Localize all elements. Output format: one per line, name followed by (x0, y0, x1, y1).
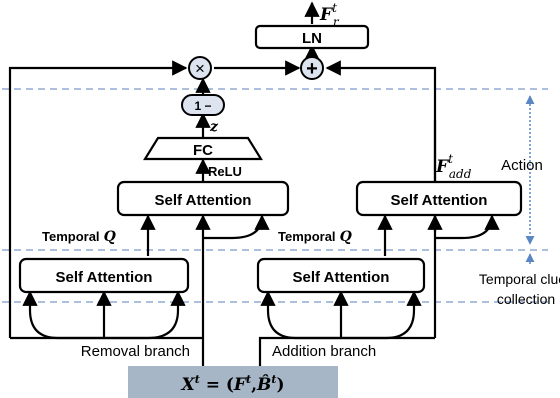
removal-branch-label: Removal branch (81, 343, 190, 360)
removal-sa-loop (203, 214, 270, 240)
input-formula: Xt = (Ft,B̂t) (180, 373, 284, 395)
stage-label-temporal: Temporal clues (479, 271, 560, 287)
stage-separators (2, 88, 548, 303)
addition-branch-label: Addition branch (272, 343, 376, 360)
addition-skip-line (325, 60, 437, 338)
plus-node (300, 56, 324, 80)
fc-block (143, 136, 263, 161)
removal-tsa-input-right (104, 290, 186, 340)
stage-label-action: Action (501, 157, 543, 174)
addition-action-sa-label: Self Attention (391, 192, 488, 209)
z-label: z (209, 119, 219, 135)
plus-icon: + (306, 58, 318, 80)
addition-tsa-input-left (260, 290, 341, 340)
addition-tsa-input-right (341, 290, 422, 340)
removal-temporal-self-attention (18, 257, 190, 294)
connections (8, 1, 500, 366)
multiply-node (188, 56, 212, 80)
addition-temporal-sa-label: Self Attention (293, 269, 390, 286)
one-minus-node (181, 94, 225, 116)
stage-label-collection: collection (497, 291, 555, 307)
removal-tsa-input-left (22, 290, 104, 340)
relu-label: ReLU (208, 164, 242, 179)
fc-label: FC (193, 142, 213, 159)
input-box (128, 366, 338, 398)
removal-temporal-sa-label: Self Attention (56, 269, 153, 286)
ln-block (254, 24, 370, 50)
ln-label: LN (302, 30, 322, 47)
addition-temporal-self-attention (256, 257, 426, 294)
removal-action-self-attention (116, 180, 290, 217)
removal-action-sa-label: Self Attention (155, 192, 252, 209)
one-minus-label: 1 − (194, 99, 211, 113)
removal-skip-line (8, 60, 188, 338)
addition-action-self-attention (355, 180, 523, 217)
addition-sa-loop (435, 214, 500, 240)
multiply-icon: × (195, 59, 205, 78)
